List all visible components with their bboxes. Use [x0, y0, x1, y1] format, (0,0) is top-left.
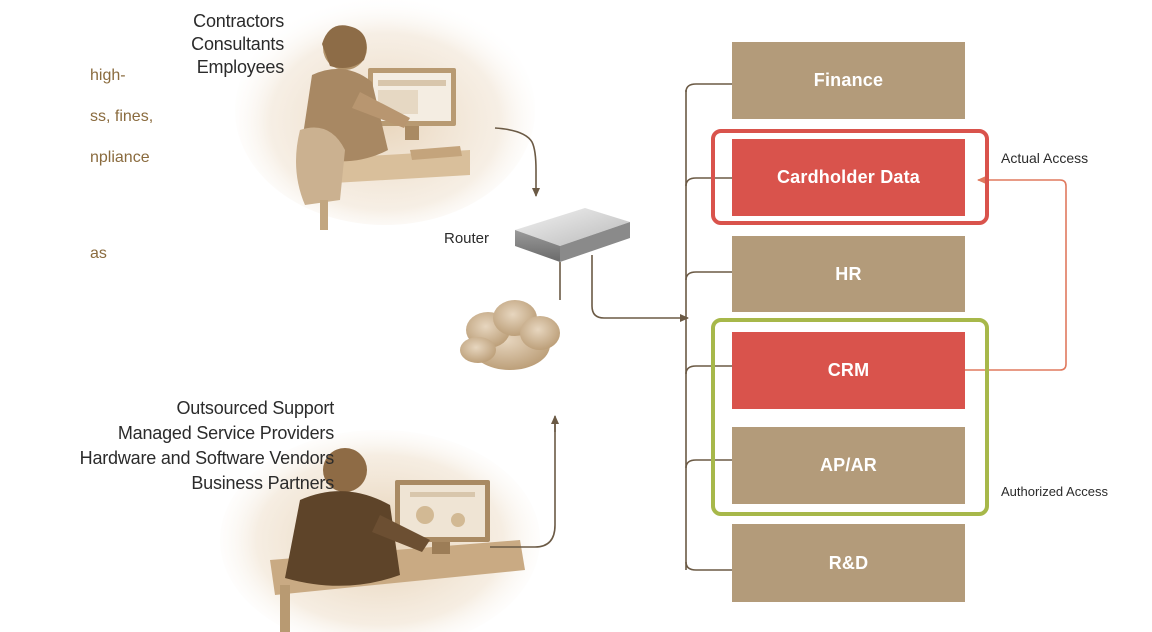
dept-crm: CRM — [732, 332, 965, 409]
group-item-consultants: Consultants — [191, 34, 284, 54]
authorized-access-box — [711, 318, 989, 516]
router-label: Router — [444, 230, 490, 247]
dept-cardholder-data: Cardholder Data — [732, 139, 965, 216]
paragraph-fragment-4: as — [90, 245, 107, 262]
router-device — [515, 208, 630, 262]
dept-finance: Finance — [732, 42, 965, 119]
authorized-access-label: Authorized Access — [1001, 484, 1108, 499]
network-connectors — [490, 83, 732, 571]
dept-hr: HR — [732, 236, 965, 312]
internet-cloud — [460, 300, 560, 370]
dept-cardholder-data-label: Cardholder Data — [776, 167, 921, 187]
internal-users-label: Contractors Consultants Employees — [191, 10, 284, 79]
paragraph-fragment-1: high- — [90, 67, 126, 84]
paragraph-fragment-2: ss, fines, — [90, 108, 154, 125]
employee-illustration — [235, 0, 535, 230]
dept-r-and-d-label: R&D — [828, 552, 869, 573]
actual-access-arrow — [965, 176, 1067, 371]
dept-crm-label: CRM — [827, 360, 870, 380]
dept-ap-ar: AP/AR — [732, 427, 965, 504]
group-item-business-partners: Business Partners — [191, 473, 334, 493]
external-users-label: Outsourced Support Managed Service Provi… — [79, 396, 335, 496]
group-item-managed-service-providers: Managed Service Providers — [117, 423, 334, 443]
actual-access-label: Actual Access — [1001, 150, 1089, 166]
group-item-vendors: Hardware and Software Vendors — [79, 448, 335, 468]
group-item-contractors: Contractors — [193, 11, 284, 31]
vendor-illustration — [220, 430, 540, 632]
paragraph-fragment-3: npliance — [90, 149, 150, 166]
dept-hr-label: HR — [835, 263, 862, 284]
group-item-employees: Employees — [196, 57, 284, 77]
dept-finance-label: Finance — [813, 70, 884, 90]
actual-access-box — [711, 129, 989, 225]
dept-ap-ar-label: AP/AR — [819, 455, 877, 475]
dept-r-and-d: R&D — [732, 524, 965, 602]
group-item-outsourced-support: Outsourced Support — [176, 398, 335, 418]
